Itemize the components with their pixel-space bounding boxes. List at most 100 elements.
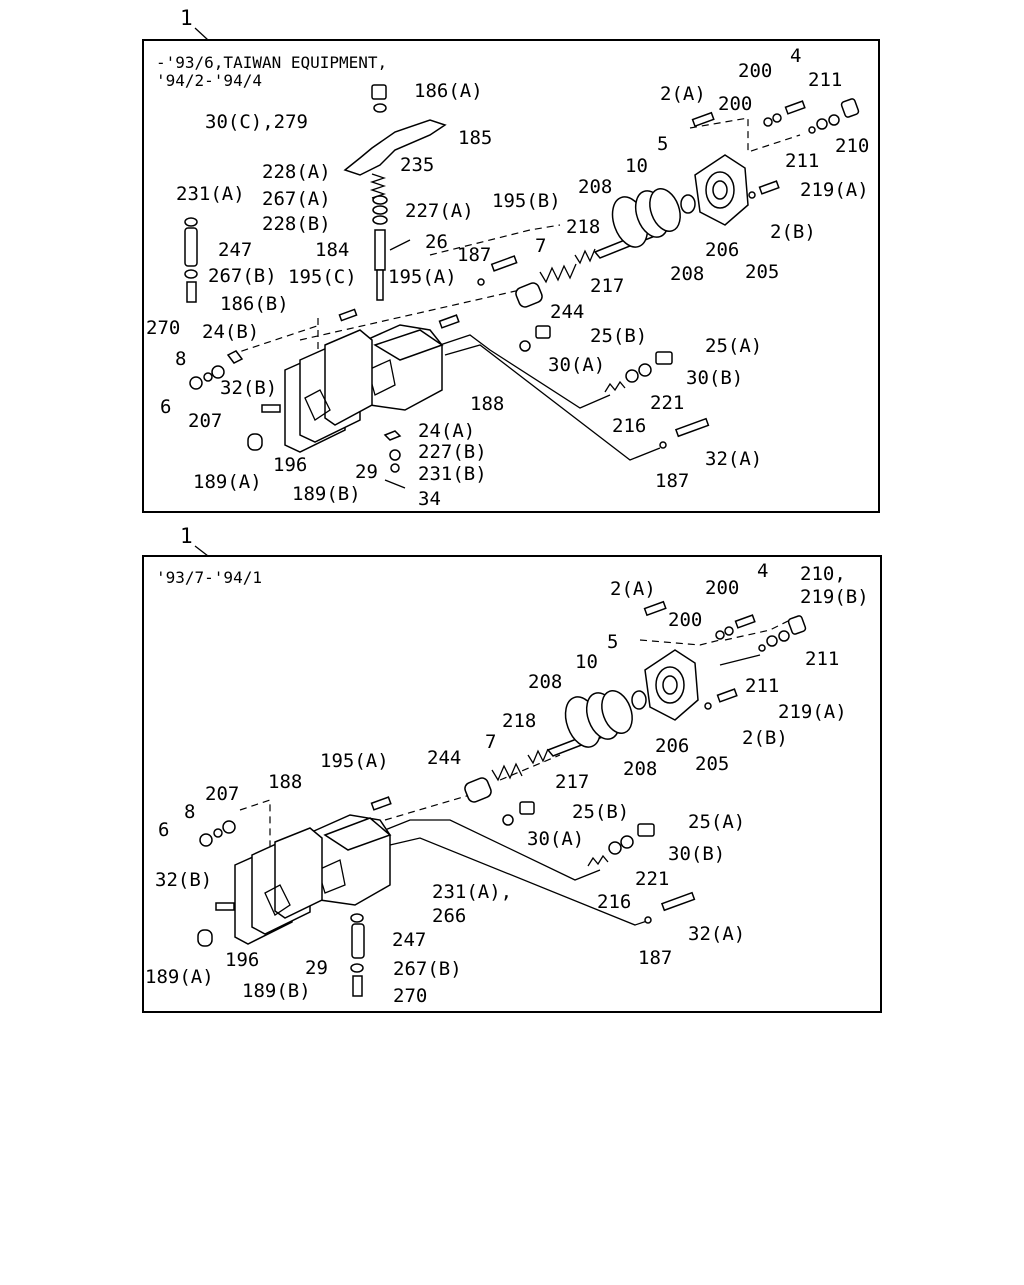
washer-207-p2 — [222, 820, 236, 834]
washer-8-p2 — [213, 828, 223, 838]
callout-p2-20: 195(A) — [320, 750, 389, 772]
callout-p2-42: 270 — [393, 985, 427, 1007]
washer-200b-p2 — [724, 626, 734, 636]
panel-2-ref: 1 — [180, 524, 193, 548]
callout-p1-32: 34 — [418, 488, 441, 510]
panel-1-header-line1: -'93/6,TAIWAN EQUIPMENT, — [156, 53, 387, 72]
callout-p2-27: 30(B) — [668, 843, 725, 865]
washer-30c — [373, 103, 387, 113]
callout-p1-18: 186(B) — [220, 293, 289, 315]
washer-231a-p2 — [350, 913, 364, 923]
callout-p2-25: 8 — [184, 801, 195, 823]
bolt-270 — [186, 281, 197, 303]
callout-p2-22: 207 — [205, 783, 239, 805]
callout-p1-42: 205 — [745, 261, 779, 283]
washer-211b-p2 — [766, 635, 778, 647]
callout-p1-45: 200 — [738, 60, 772, 82]
callout-p1-35: 218 — [566, 216, 600, 238]
callout-p1-49: 211 — [785, 150, 819, 172]
callout-p1-9: 195(B) — [492, 190, 561, 212]
callout-p1-31: 231(B) — [418, 463, 487, 485]
callout-p2-36: 187 — [638, 947, 672, 969]
callout-p1-0: 186(A) — [414, 80, 483, 102]
callout-p1-25: 196 — [273, 454, 307, 476]
callout-p2-29: 221 — [635, 868, 669, 890]
washer-211a-p2 — [758, 644, 766, 652]
diaphragm-208b — [649, 188, 681, 232]
callout-p2-9: 219(A) — [778, 701, 847, 723]
washer-228a — [372, 195, 388, 205]
leader-line — [384, 819, 601, 881]
washer-267b-p2 — [350, 963, 364, 973]
callout-p2-23: 25(B) — [572, 801, 629, 823]
callout-p2-4: 219(B) — [800, 586, 869, 608]
callout-p2-13: 2(B) — [742, 727, 788, 749]
washer-228b — [372, 215, 388, 225]
callout-p2-18: 217 — [555, 771, 589, 793]
rod-184-tip — [376, 269, 384, 301]
leader-line — [712, 180, 728, 200]
callout-p1-1: 30(C),279 — [205, 111, 308, 133]
plate-24a — [383, 430, 402, 441]
bolt-32a-p2 — [660, 891, 696, 912]
panel-2: 1 '93/7-'94/1 — [142, 524, 882, 1013]
callout-p1-46: 200 — [718, 93, 752, 115]
spring-218-p2 — [527, 748, 549, 765]
washer-200b — [772, 113, 782, 123]
callout-p1-17: 270 — [146, 317, 180, 339]
washer-30b — [638, 363, 652, 377]
panel-1-frame — [142, 39, 880, 513]
panel-1-labels: 186(A) 30(C),279 185 228(A) 235 231(A) 2… — [146, 45, 869, 510]
washer-30a — [519, 340, 531, 352]
leader-line — [639, 639, 721, 646]
leader-line — [719, 654, 761, 666]
callout-p2-17: 208 — [623, 758, 657, 780]
washer-267b — [184, 269, 198, 279]
bolt-4 — [784, 100, 806, 115]
callout-p1-57: 216 — [612, 415, 646, 437]
stud-216-p2 — [587, 854, 609, 867]
bolt-195c — [338, 308, 358, 322]
callout-p1-26: 29 — [355, 461, 378, 483]
washer-8 — [203, 372, 213, 382]
callout-p2-41: 189(B) — [242, 980, 311, 1002]
callout-p2-7: 5 — [607, 631, 618, 653]
callout-p2-34: 247 — [392, 929, 426, 951]
oring-206-p2 — [631, 690, 647, 710]
bolt-195b — [490, 255, 518, 272]
leader-line — [373, 329, 444, 361]
washer-200a-p2 — [715, 630, 725, 640]
panel-2-ref-leader — [194, 545, 209, 557]
callout-p1-28: 188 — [470, 393, 504, 415]
callout-p1-50: 219(A) — [800, 179, 869, 201]
washer-219a — [828, 114, 840, 126]
callout-p1-10: 247 — [218, 239, 252, 261]
leader-line — [429, 224, 561, 256]
washer-267a — [372, 205, 388, 215]
leader-line — [323, 817, 392, 851]
bracket-185 — [343, 119, 447, 176]
callout-p2-24: 25(A) — [688, 811, 745, 833]
bolt-4-p2 — [734, 614, 756, 629]
callout-p1-8: 227(A) — [405, 200, 474, 222]
nut-6-p2 — [199, 833, 213, 847]
callout-p2-35: 32(A) — [688, 923, 745, 945]
callout-p1-30: 227(B) — [418, 441, 487, 463]
bolt-2b — [758, 180, 780, 195]
callout-p1-15: 195(C) — [288, 266, 357, 288]
callout-p1-56: 221 — [650, 392, 684, 414]
callout-p1-52: 25(B) — [590, 325, 647, 347]
bushing-244-p2 — [464, 777, 492, 803]
bolt-2a — [691, 111, 715, 128]
callout-p2-15: 205 — [695, 753, 729, 775]
callout-p2-32: 231(A), — [432, 881, 512, 903]
callout-p1-7: 228(B) — [262, 213, 331, 235]
bolt-32b-p2 — [215, 902, 235, 911]
callout-p1-39: 208 — [670, 263, 704, 285]
pipe-247 — [184, 227, 198, 267]
bolt-25b — [535, 325, 551, 339]
callout-p1-55: 30(B) — [686, 367, 743, 389]
callout-p1-3: 228(A) — [262, 161, 331, 183]
